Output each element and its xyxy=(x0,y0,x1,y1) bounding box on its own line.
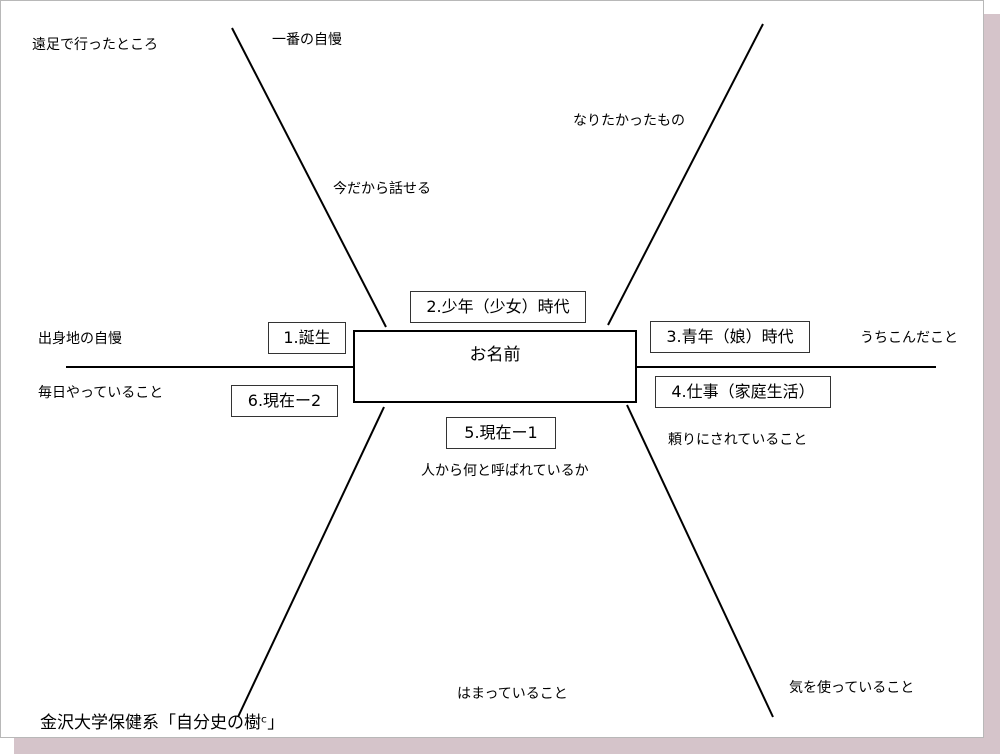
prompt-devoted-to: うちこんだこと xyxy=(860,330,958,346)
name-box: お名前 xyxy=(353,330,637,403)
branch-lower-left xyxy=(237,406,385,718)
branch-upper-left xyxy=(231,27,387,328)
prompt-nickname: 人から何と呼ばれているか xyxy=(421,463,589,479)
prompt-relied-on: 頼りにされていること xyxy=(668,432,808,448)
period-present-2: 6.現在ー2 xyxy=(231,385,338,417)
prompt-can-tell-now: 今だから話せる xyxy=(333,181,431,197)
prompt-daily-habit: 毎日やっていること xyxy=(38,385,164,401)
period-birth: 1.誕生 xyxy=(268,322,346,354)
period-childhood: 2.少年（少女）時代 xyxy=(410,291,586,323)
period-present-1: 5.現在ー1 xyxy=(446,417,556,449)
period-work: 4.仕事（家庭生活） xyxy=(655,376,831,408)
prompt-hooked-on: はまっていること xyxy=(457,686,568,702)
prompt-hometown-pride: 出身地の自慢 xyxy=(38,331,122,347)
name-label: お名前 xyxy=(469,345,521,365)
period-youth: 3.青年（娘）時代 xyxy=(650,321,810,353)
footer-credit: 金沢大学保健系「自分史の樹ᶜ」 xyxy=(40,713,285,733)
prompt-excursion: 遠足で行ったところ xyxy=(32,37,158,53)
prompt-careful-about: 気を使っていること xyxy=(789,680,915,696)
prompt-dream-job: なりたかったもの xyxy=(573,113,685,129)
prompt-proudest: 一番の自慢 xyxy=(272,32,342,48)
branch-lower-right xyxy=(626,404,774,718)
branch-upper-right xyxy=(607,23,764,326)
